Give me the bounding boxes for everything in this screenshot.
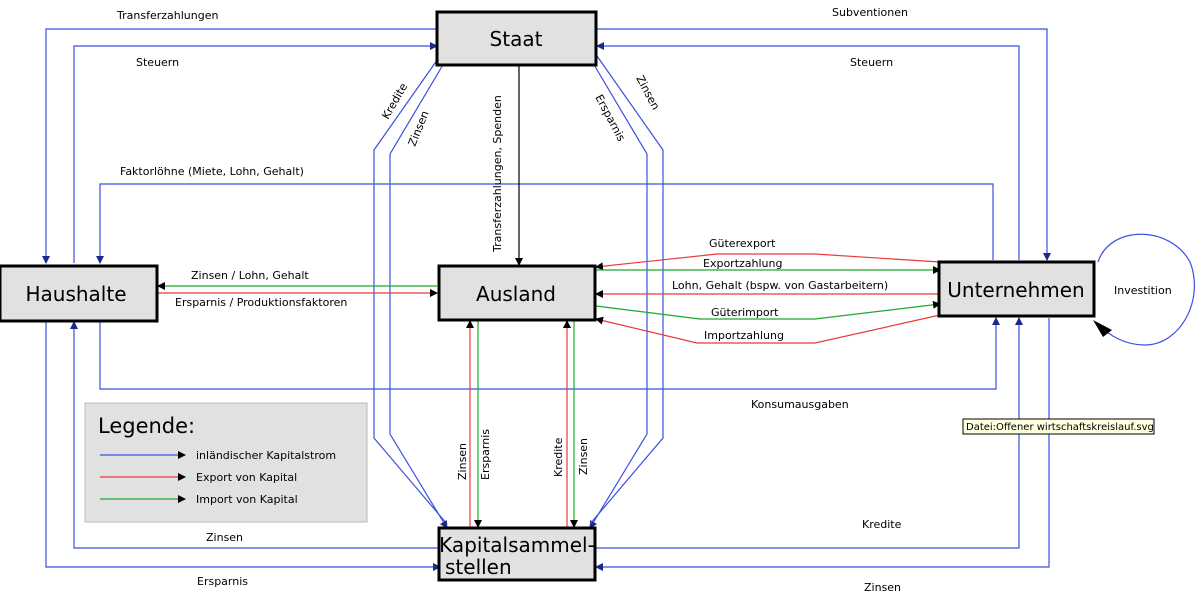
label-zinsen-bottom-left: Zinsen bbox=[206, 531, 243, 544]
label-exportzahlung: Exportzahlung bbox=[703, 257, 782, 270]
flow-importzahlung bbox=[595, 314, 941, 344]
label-ersparnis-bottom-left: Ersparnis bbox=[197, 575, 248, 588]
label-ersparnis-staat: Ersparnis bbox=[592, 92, 628, 143]
flow-kredite-unternehmen bbox=[596, 317, 1023, 549]
flow-kredite-staat bbox=[373, 45, 448, 525]
node-haushalte-label: Haushalte bbox=[25, 282, 126, 306]
label-subventionen: Subventionen bbox=[832, 6, 908, 19]
node-kapital-label-line1: Kapitalsammel- bbox=[439, 533, 595, 557]
flow-investition-loop bbox=[1097, 233, 1195, 346]
flow-steuern-haushalte bbox=[73, 42, 438, 263]
label-zinsen-bottom-right: Zinsen bbox=[864, 581, 901, 594]
node-kapital-label-line2: stellen bbox=[445, 555, 512, 579]
label-lohn-gastarbeiter: Lohn, Gehalt (bspw. von Gastarbeitern) bbox=[672, 279, 888, 292]
label-ersparnis-ausland: Ersparnis bbox=[479, 429, 492, 480]
label-zinsen-staat-left: Zinsen bbox=[406, 109, 432, 148]
flow-steuern-unternehmen bbox=[596, 42, 1020, 260]
node-unternehmen-label: Unternehmen bbox=[947, 278, 1084, 302]
flow-zinsen-staat bbox=[389, 57, 448, 529]
flow-zinsen-staat-right bbox=[589, 45, 664, 525]
label-gueterexport: Güterexport bbox=[709, 237, 776, 250]
node-staat: Staat bbox=[435, 10, 598, 67]
legend-item-export: Export von Kapital bbox=[196, 471, 297, 484]
legend: Legende: inländischer Kapitalstrom Expor… bbox=[84, 402, 368, 523]
flow-faktorloehne bbox=[96, 183, 994, 264]
label-steuern-left: Steuern bbox=[136, 56, 179, 69]
node-kapitalsammelstellen: Kapitalsammel- stellen bbox=[437, 526, 597, 582]
flow-transferzahlungen bbox=[42, 28, 437, 264]
legend-title: Legende: bbox=[98, 414, 195, 438]
node-haushalte: Haushalte bbox=[0, 264, 159, 323]
label-transferzahlungen-spenden: Transferzahlungen, Spenden bbox=[491, 95, 504, 253]
file-tooltip-text: Datei:Offener wirtschaftskreislauf.svg bbox=[966, 422, 1154, 433]
investition-arrowhead bbox=[1093, 320, 1112, 337]
label-zinsen-ausland-right: Zinsen bbox=[577, 438, 590, 475]
node-ausland: Ausland bbox=[437, 264, 597, 322]
label-importzahlung: Importzahlung bbox=[704, 329, 784, 342]
node-unternehmen: Unternehmen bbox=[937, 260, 1096, 318]
label-kredite-bottom-right: Kredite bbox=[862, 518, 902, 531]
legend-item-domestic: inländischer Kapitalstrom bbox=[196, 449, 336, 462]
label-zinsen-staat-right: Zinsen bbox=[633, 73, 662, 112]
flow-gueterimport bbox=[595, 300, 941, 320]
label-transferzahlungen: Transferzahlungen bbox=[116, 9, 218, 22]
node-ausland-label: Ausland bbox=[476, 282, 556, 306]
flow-zinsen-haushalte bbox=[70, 321, 440, 549]
label-faktorloehne: Faktorlöhne (Miete, Lohn, Gehalt) bbox=[120, 165, 304, 178]
flow-gueterexport bbox=[595, 253, 941, 271]
flow-konsumausgaben bbox=[99, 317, 1000, 390]
flow-subventionen bbox=[597, 28, 1051, 261]
label-investition: Investition bbox=[1114, 284, 1172, 297]
label-gueterimport: Güterimport bbox=[711, 306, 779, 319]
legend-item-import: Import von Kapital bbox=[196, 493, 298, 506]
label-zinsen-lohn-gehalt: Zinsen / Lohn, Gehalt bbox=[191, 269, 309, 282]
file-tooltip: Datei:Offener wirtschaftskreislauf.svg bbox=[962, 418, 1155, 435]
flow-zinsen-unternehmen bbox=[595, 318, 1050, 571]
label-konsumausgaben: Konsumausgaben bbox=[751, 398, 849, 411]
label-ersparnis-produktionsfaktoren: Ersparnis / Produktionsfaktoren bbox=[175, 296, 347, 309]
label-kredite-ausland: Kredite bbox=[552, 437, 565, 477]
label-zinsen-ausland-left: Zinsen bbox=[456, 443, 469, 480]
label-steuern-right: Steuern bbox=[850, 56, 893, 69]
flow-ersparnis-haushalte bbox=[45, 322, 441, 571]
node-staat-label: Staat bbox=[490, 27, 543, 51]
label-kredite-staat: Kredite bbox=[379, 81, 410, 122]
